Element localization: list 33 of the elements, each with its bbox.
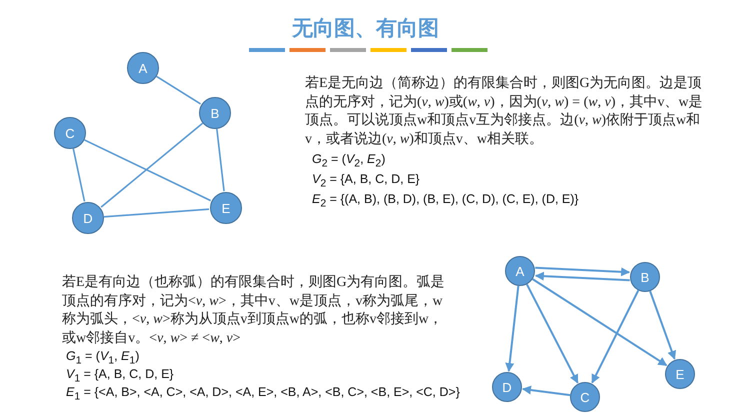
vertex-circle: E <box>665 359 695 389</box>
formula-text: V$_{2}$ = {A, B, C, D, E} <box>312 172 420 190</box>
vertex-circle: D <box>72 202 104 234</box>
edge-line <box>100 122 204 208</box>
formula-text: E$_{1}$ = {<A, B>, <A, C>, <A, D>, <A, E>, <B, A>, <B, C>, <B, E>, <C, D>} <box>66 385 460 402</box>
formula-text: G$_{1}$ = (V$_{1}$, E$_{1}$) <box>66 349 140 366</box>
formula-text: V$_{1}$ = {A, B, C, D, E} <box>66 367 174 384</box>
vertex-circle: C <box>570 382 600 412</box>
edge-line <box>84 139 212 202</box>
vertex-circle: C <box>54 117 86 149</box>
formula-text: E$_{2}$ = {(A, B), (B, D), (B, E), (C, D), (C, E), (D, E)} <box>312 192 579 210</box>
paragraph-text: 若E是无向边（简称边）的有限集合时，则图G为无向图。边是顶点的无序对，记为(v, w)或(w, v)，因为(v, w) = (w, v)，其中v、w是顶点。可以说顶点w和顶点v互为邻接点。边(v, w)依附于顶点w和v，或者说边(v, w)和顶点v、w相关联。 <box>305 75 704 148</box>
edge-line <box>216 128 225 192</box>
vertex-circle: D <box>492 372 522 402</box>
arrow <box>591 290 640 384</box>
formula-text: G$_{2}$ = (V$_{2}$, E$_{2}$) <box>312 152 386 170</box>
paragraph-text: 若E是有向边（也称弧）的有限集合时，则图G为有向图。弧是顶点的有序对，记为<v, w>，其中v、w是顶点，v称为弧尾，w称为弧头，<v, w>称为从顶点v到顶点w的弧，也称v邻接到w，或w邻接自v。<v, w> ≠ <w, v> <box>62 274 446 348</box>
arrow <box>526 284 579 384</box>
arrow <box>535 266 630 276</box>
arrow <box>505 286 520 372</box>
title: 无向图、有向图 <box>290 15 440 42</box>
edge-line <box>156 76 201 105</box>
edge-line <box>72 148 86 202</box>
vertex-circle: B <box>630 262 660 292</box>
arrow <box>532 278 668 366</box>
vertex-circle: A <box>505 256 535 286</box>
arrow <box>522 386 570 396</box>
vertex-circle: A <box>127 52 159 84</box>
arrow <box>534 272 630 282</box>
arrow <box>649 290 676 360</box>
vertex-circle: B <box>199 97 231 129</box>
edge-line <box>104 208 210 218</box>
vertex-circle: E <box>210 192 242 224</box>
